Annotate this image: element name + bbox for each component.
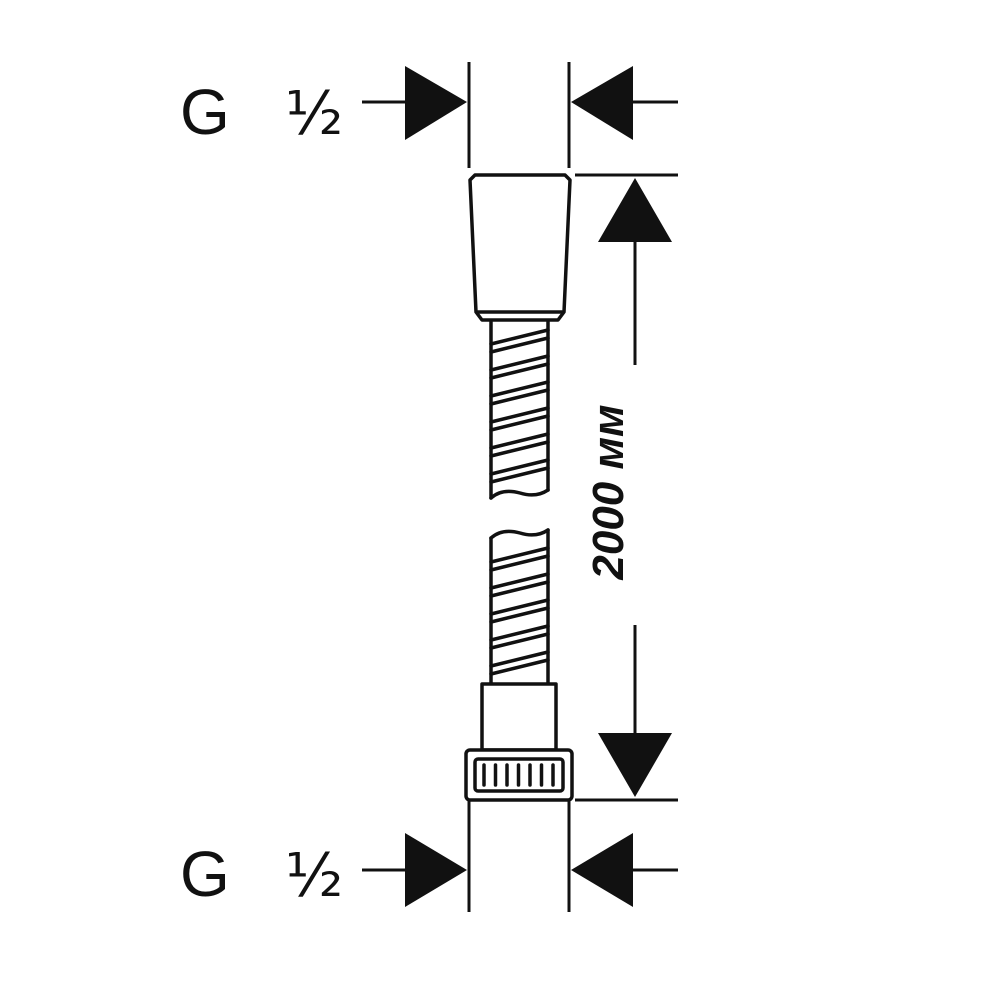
hose-winding bbox=[489, 572, 550, 598]
hose-lower-spiral bbox=[489, 546, 550, 676]
knurled-nut-ribs bbox=[482, 763, 555, 787]
length-arrow-bottom bbox=[598, 733, 672, 797]
hose-winding bbox=[489, 328, 550, 354]
bottom-thread-dimension: G ½ bbox=[180, 800, 678, 912]
bottom-sleeve bbox=[480, 682, 558, 752]
top-arrow-left bbox=[405, 66, 467, 140]
hose-lower-break bbox=[489, 528, 550, 540]
hose-segment-lower bbox=[489, 528, 550, 686]
knurled-nut-band bbox=[473, 757, 565, 793]
length-label-background bbox=[585, 365, 637, 625]
bottom-thread-size: ½ bbox=[285, 841, 343, 911]
top-arrow-right bbox=[571, 66, 633, 140]
hose-winding bbox=[489, 458, 550, 484]
hose-winding bbox=[489, 354, 550, 380]
top-cone-nut bbox=[468, 173, 572, 322]
hose-upper-break bbox=[489, 488, 550, 500]
top-thread-size: ½ bbox=[285, 79, 343, 149]
hose-winding bbox=[489, 432, 550, 458]
hose-segment-upper bbox=[489, 320, 550, 500]
hose-winding bbox=[489, 380, 550, 406]
hose-winding bbox=[489, 406, 550, 432]
hose-winding bbox=[489, 650, 550, 676]
bottom-arrow-right bbox=[571, 833, 633, 907]
hose-winding bbox=[489, 624, 550, 650]
hose-winding bbox=[489, 546, 550, 572]
top-thread-dimension: G ½ bbox=[180, 62, 678, 168]
shower-hose bbox=[464, 173, 574, 802]
length-dimension: 2000 мм bbox=[575, 173, 678, 802]
bottom-arrow-left bbox=[405, 833, 467, 907]
bottom-thread-letter: G bbox=[180, 838, 230, 910]
hose-upper-spiral bbox=[489, 328, 550, 484]
length-label: 2000 мм bbox=[584, 404, 633, 580]
length-arrow-top bbox=[598, 178, 672, 242]
hose-winding bbox=[489, 598, 550, 624]
top-thread-letter: G bbox=[180, 76, 230, 148]
